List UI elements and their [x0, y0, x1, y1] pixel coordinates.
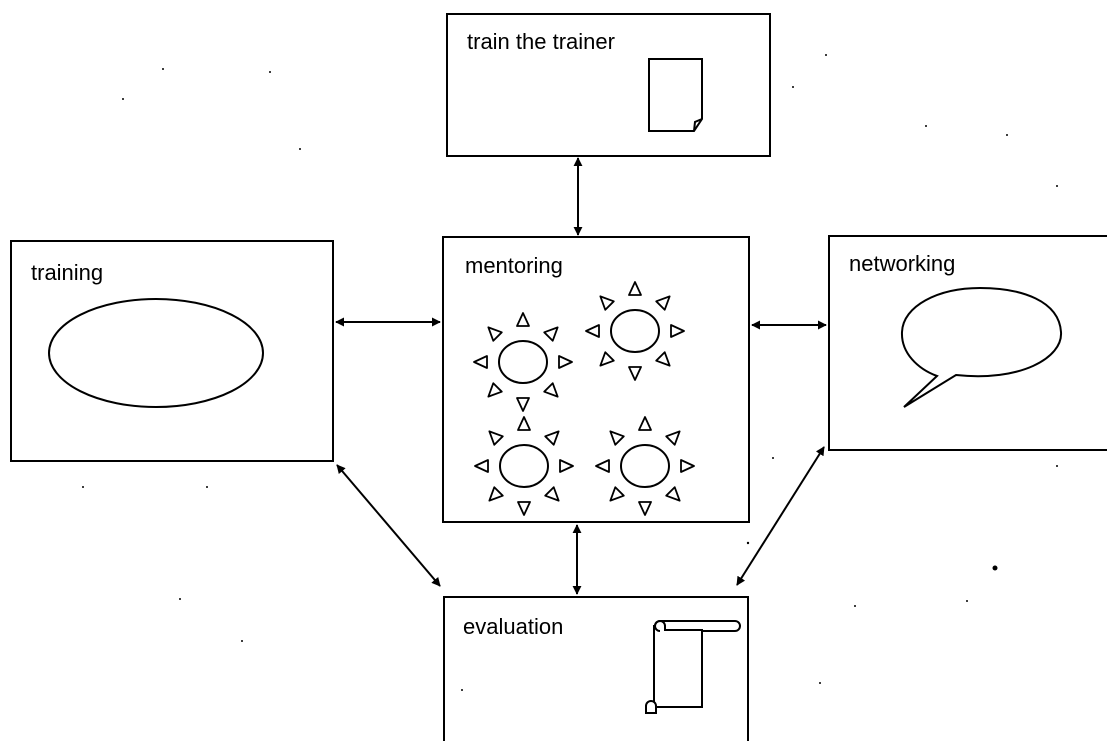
sun-icon-1: [473, 312, 573, 412]
box-networking-label: networking: [849, 251, 955, 276]
connector-networking-evaluation: [736, 446, 825, 586]
sun-icon-4: [595, 416, 695, 516]
scan-noise: [82, 54, 1058, 691]
document-icon: [648, 58, 703, 132]
box-evaluation-label: evaluation: [463, 614, 563, 639]
box-mentoring: mentoring: [442, 236, 750, 523]
box-training: training: [10, 240, 334, 462]
box-networking: networking: [828, 235, 1107, 451]
box-mentoring-label: mentoring: [465, 253, 563, 278]
box-mentoring-frame: [442, 236, 750, 523]
speech-bubble-icon: [900, 286, 1063, 408]
scroll-icon: [645, 620, 741, 714]
sun-icon-2: [585, 281, 685, 381]
box-train-the-trainer-frame: [446, 13, 771, 157]
box-train-the-trainer: train the trainer: [446, 13, 771, 157]
ellipse-icon: [48, 298, 264, 408]
connector-training-evaluation: [336, 464, 441, 587]
box-evaluation: evaluation: [443, 596, 749, 741]
box-training-label: training: [31, 260, 103, 285]
sun-icon-3: [474, 416, 574, 516]
box-train-the-trainer-label: train the trainer: [467, 29, 615, 54]
